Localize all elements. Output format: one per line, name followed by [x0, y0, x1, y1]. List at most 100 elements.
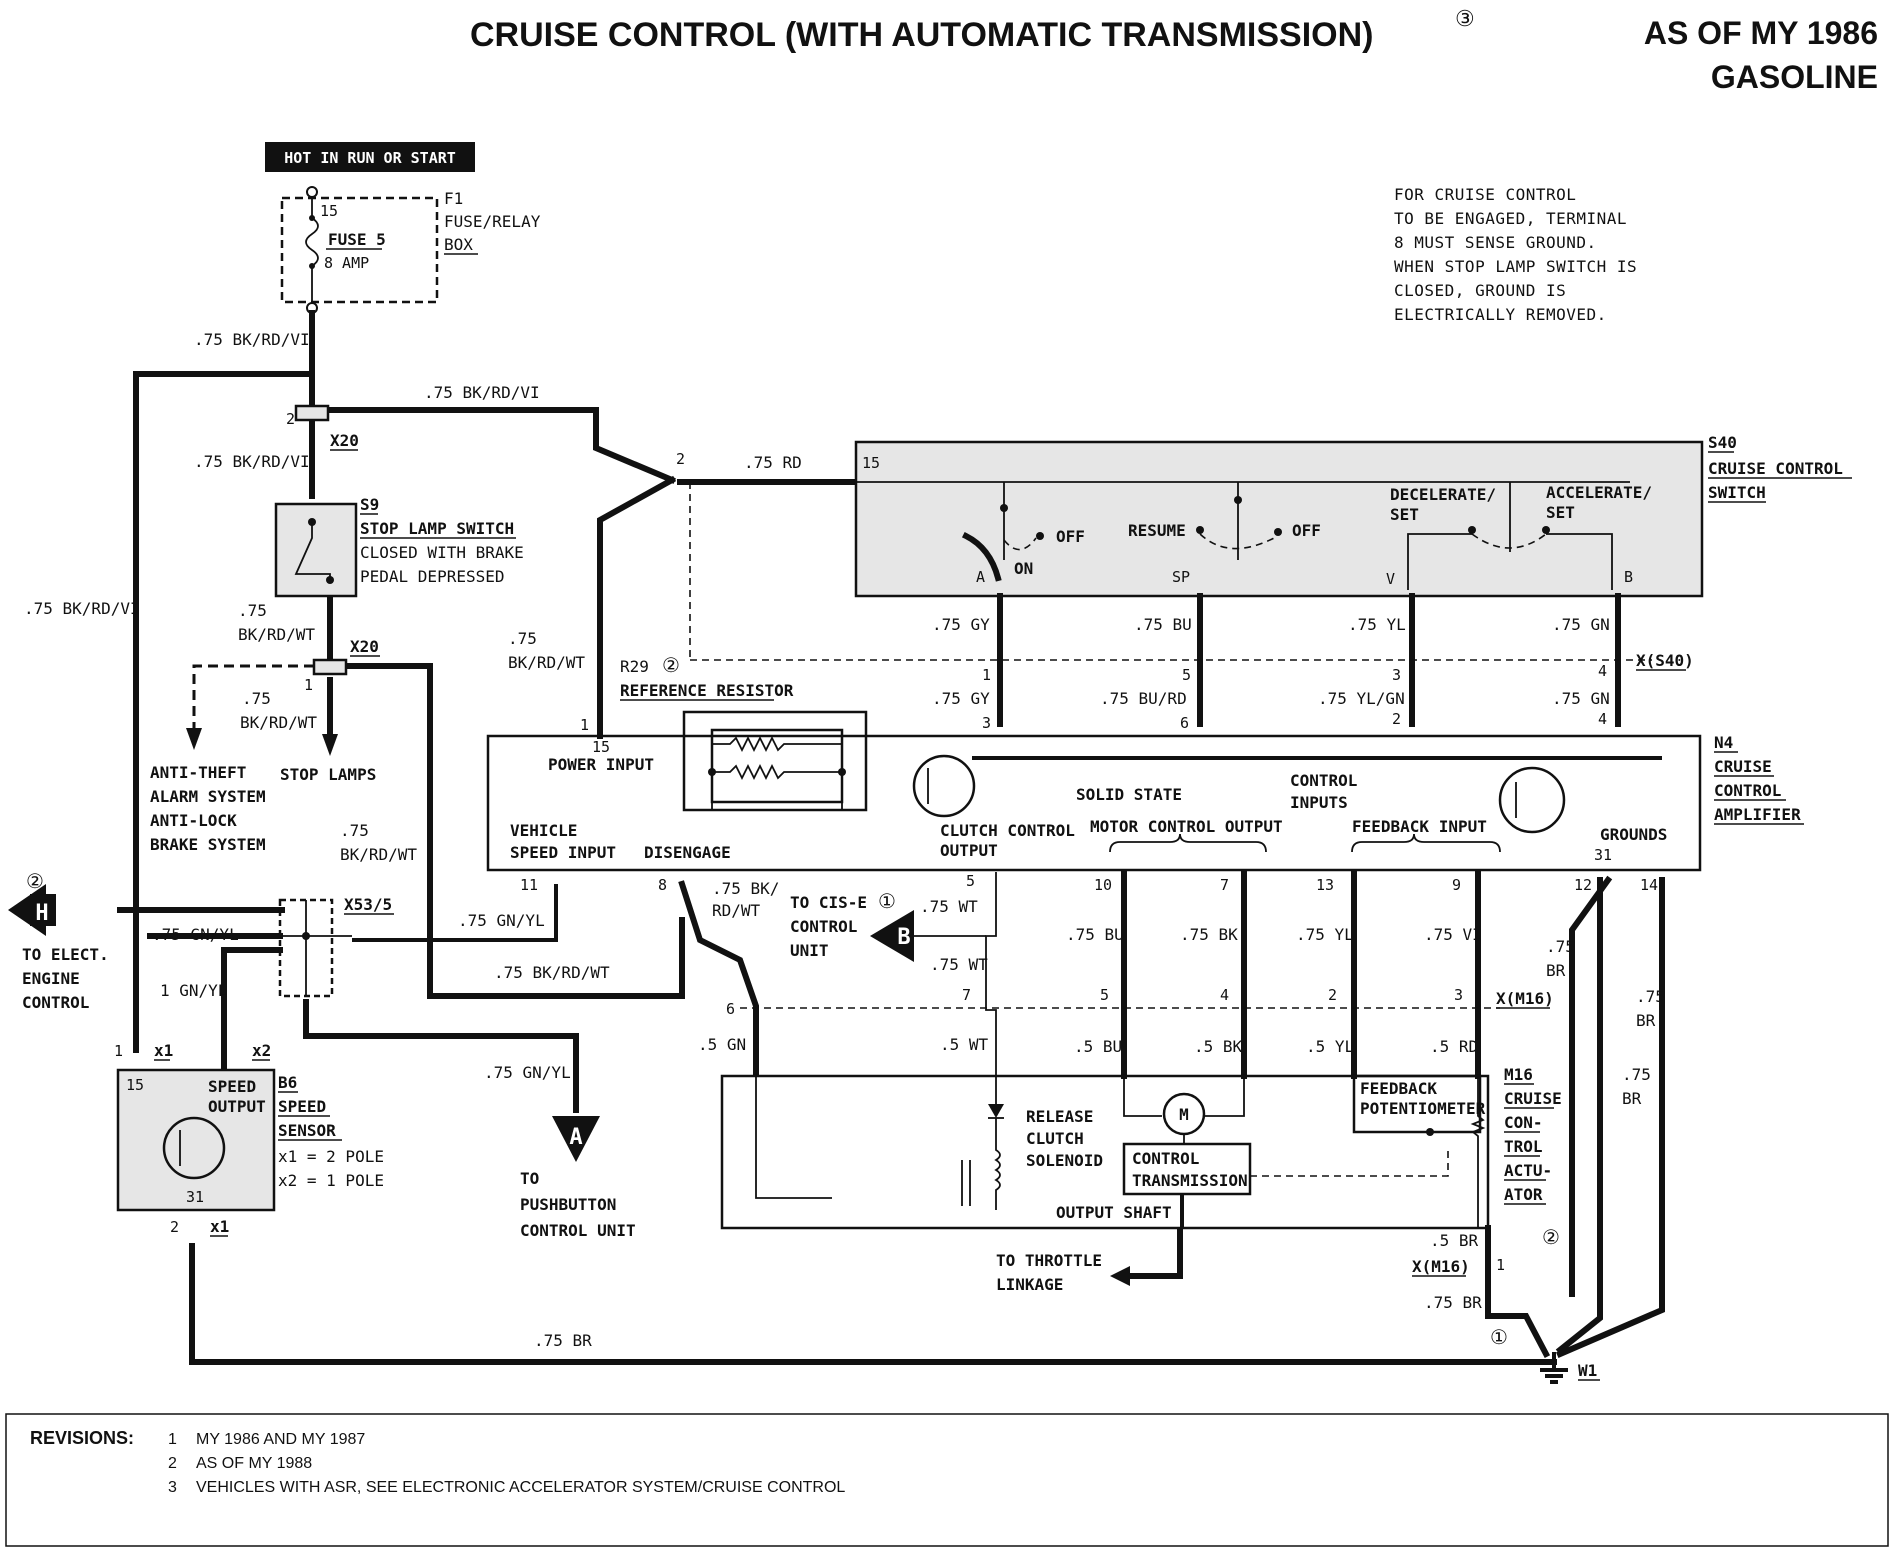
- note-line-6: ELECTRICALLY REMOVED.: [1394, 305, 1607, 324]
- s40-v-link: [1407, 533, 1472, 590]
- pin-n4-31: 31: [1594, 846, 1612, 864]
- s40-code: S40: [1708, 433, 1737, 452]
- load-anti-lock-2: BRAKE SYSTEM: [150, 835, 266, 854]
- a-conn-line-2: PUSHBUTTON: [520, 1195, 616, 1214]
- wire-label-ylgn: .75 YL/GN: [1318, 689, 1405, 708]
- n4-vehicle-1: VEHICLE: [510, 821, 577, 840]
- n4-control-2: INPUTS: [1290, 793, 1348, 812]
- wire-label-bkrdwt-8a: .75 BK/: [712, 879, 779, 898]
- pin-7: 7: [1220, 876, 1229, 894]
- load-anti-theft-2: ALARM SYSTEM: [150, 787, 266, 806]
- r29-resistor-b: [712, 763, 842, 781]
- pin-10: 10: [1094, 876, 1112, 894]
- xm16-label-bottom: X(M16): [1412, 1257, 1470, 1276]
- x20-label-bottom: X20: [350, 637, 379, 656]
- s40-b-link: [1546, 533, 1613, 590]
- x53-splice: X53/5: [278, 895, 394, 998]
- pin-8: 8: [658, 876, 667, 894]
- h-conn-line-2: ENGINE: [22, 969, 80, 988]
- engine-type: GASOLINE: [1711, 59, 1878, 95]
- pin-n4-1: 1: [580, 716, 589, 734]
- wire-label-bkrdwt-1b: BK/RD/WT: [238, 625, 315, 644]
- m16-solenoid-coil: [994, 1118, 1001, 1210]
- hot-label: HOT IN RUN OR START: [284, 149, 456, 167]
- h-conn-line-1: TO ELECT.: [22, 945, 109, 964]
- wire-label-bkrdwt-3a: .75: [508, 629, 537, 648]
- s40-resume-contact: [1196, 526, 1204, 534]
- wire-label-br-bottom: .75 BR: [534, 1331, 592, 1350]
- wire-label-wt-b: .75 WT: [930, 955, 988, 974]
- f1-code: F1: [444, 189, 463, 208]
- h-conn-body: [30, 894, 56, 926]
- n4-transistor-left: [912, 754, 976, 818]
- wire-label-gn-top: .75 GN: [1552, 615, 1610, 634]
- s40-accel-contact: [1542, 526, 1550, 534]
- m16-name-4: ACTU-: [1504, 1161, 1552, 1180]
- h-conn-mark: ②: [26, 869, 44, 893]
- pin-14: 14: [1640, 876, 1658, 894]
- wire-label-5br: .5 BR: [1430, 1231, 1479, 1250]
- m16-throttle-1: TO THROTTLE: [996, 1251, 1102, 1270]
- wire-gnyl-x53: [352, 884, 558, 942]
- r29-mark: ②: [662, 653, 680, 677]
- header: CRUISE CONTROL (WITH AUTOMATIC TRANSMISS…: [470, 7, 1878, 95]
- m16-potentiometer: [1470, 1076, 1486, 1228]
- b6-name-2: SENSOR: [278, 1121, 336, 1140]
- f1-name-2: BOX: [444, 235, 473, 254]
- wire-br-12: [1569, 875, 1613, 1297]
- s9-code: S9: [360, 495, 379, 514]
- pin-b6-15: 15: [126, 1076, 144, 1094]
- fuse-relay-box: [280, 196, 439, 304]
- fuse-dot-b: [309, 263, 315, 269]
- diagram-title: CRUISE CONTROL (WITH AUTOMATIC TRANSMISS…: [470, 16, 1373, 54]
- b-conn-line-1: TO CIS-E: [790, 893, 867, 912]
- s40-n4-wires: .75 GY .75 GY .75 BU .75 BU/RD .75 YL .7…: [689, 482, 1694, 732]
- arrow-anti-theft: [186, 728, 202, 750]
- m16-body: [720, 1074, 1490, 1230]
- s9-blade: [294, 522, 331, 580]
- n4-output-pins: 11 8 5 10 7 13 9 12 14 .75 BK/ RD/WT: [520, 872, 1658, 920]
- n4-transistor-right: [1498, 766, 1566, 834]
- m16-ctrl-1: CONTROL: [1132, 1149, 1199, 1168]
- wire-label-yl-mid: .75 YL: [1296, 925, 1354, 944]
- pin-n4-15: 15: [592, 738, 610, 756]
- s40-on: ON: [1014, 559, 1033, 578]
- wire-left-bkrdvi: [133, 371, 285, 1053]
- revision-2-text: AS OF MY 1988: [196, 1455, 312, 1472]
- wire-75br-low: [1485, 1297, 1551, 1359]
- b6-name-1: SPEED: [278, 1097, 326, 1116]
- b6-pole-2: x2 = 1 POLE: [278, 1171, 384, 1190]
- wire-right-bkrdvi: [309, 407, 676, 484]
- load-anti-lock-1: ANTI-LOCK: [150, 811, 237, 830]
- n4-disengage: DISENGAGE: [644, 843, 731, 862]
- m16-throttle-2: LINKAGE: [996, 1275, 1063, 1294]
- actuator-ground: .5 BR X(M16) 1 .75 BR ② ① W1: [1412, 1225, 1600, 1384]
- model-year: AS OF MY 1986: [1644, 15, 1878, 51]
- cruise-control-amplifier: R29 ② REFERENCE RESISTOR 1 15 POWER INPU…: [486, 653, 1804, 872]
- wire-br-14: [1556, 877, 1665, 1358]
- wire-label-1gnyl: 1 GN/YL: [160, 981, 227, 1000]
- wire-label-bkrdvi-top: .75 BK/RD/VI: [194, 330, 310, 349]
- fuse-element: [305, 197, 319, 303]
- b6-speed-out-2: OUTPUT: [208, 1097, 266, 1116]
- wire-label-75br-low: .75 BR: [1424, 1293, 1482, 1312]
- m16-pot-dot: [1426, 1128, 1434, 1136]
- n4-motor: MOTOR CONTROL OUTPUT: [1090, 817, 1283, 836]
- b6-pole-1: x1 = 2 POLE: [278, 1147, 384, 1166]
- wire-bkrdwt-disengage: [327, 663, 685, 999]
- s40-term-a: A: [976, 568, 985, 586]
- b6-transistor: [162, 1116, 226, 1180]
- m16-release-1: RELEASE: [1026, 1107, 1093, 1126]
- wire-label-5bk: .5 BK: [1194, 1037, 1243, 1056]
- wire-label-br2b: BR: [1636, 1011, 1656, 1030]
- s40-term-v: V: [1386, 570, 1395, 588]
- wire-label-gnyl-mid: .75 GN/YL: [458, 911, 545, 930]
- pin-b6-1: 1: [114, 1042, 123, 1060]
- wire-label-bkrdwt-3b: BK/RD/WT: [508, 653, 585, 672]
- m16-feedback-link: [1250, 1148, 1449, 1177]
- s40-off2-contact: [1274, 528, 1282, 536]
- revision-3-num: 3: [168, 1479, 177, 1496]
- s40-off2: OFF: [1292, 521, 1321, 540]
- m16-transmission-box: [1122, 1142, 1252, 1196]
- r29-inner: [710, 728, 844, 804]
